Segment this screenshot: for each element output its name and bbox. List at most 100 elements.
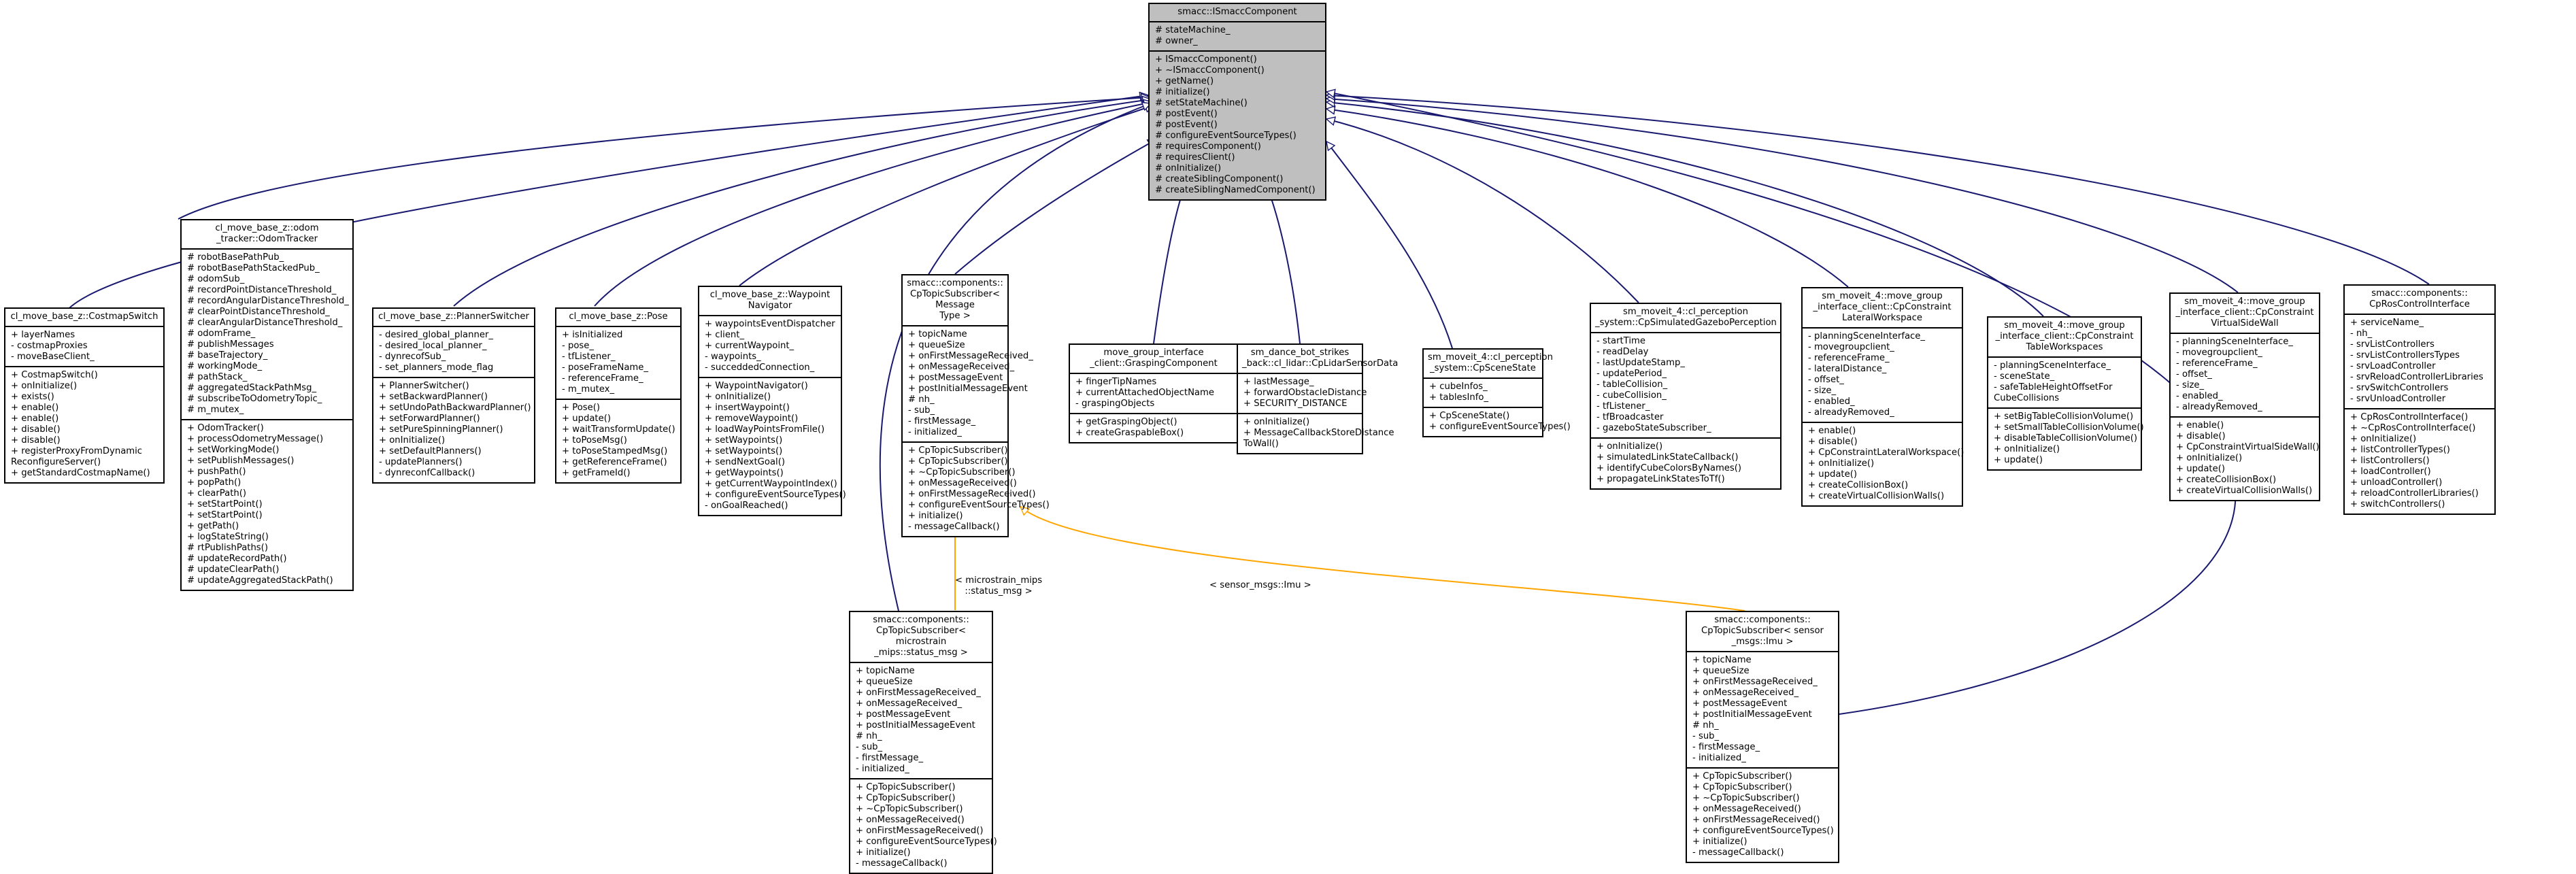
attribute: # odomSub_	[187, 274, 245, 284]
template-label: < sensor_msgs::Imu >	[1209, 580, 1311, 591]
method: + disable()	[11, 424, 61, 435]
class-box-grasping: move_group_interface_client::GraspingCom…	[1069, 343, 1239, 443]
attribute: - sceneState_	[1994, 371, 2055, 382]
class-methods: + PlannerSwitcher()+ setBackwardPlanner(…	[373, 377, 534, 482]
attribute: + client_	[705, 330, 745, 340]
method: # postEvent()	[1155, 109, 1218, 119]
attribute: # aggregatedStackPathMsg_	[187, 383, 317, 393]
method: + CpConstraintLateralWorkspace()	[1808, 448, 1964, 458]
attribute: + onFirstMessageReceived_	[908, 351, 1033, 361]
class-methods: + Pose()+ update()+ waitTransformUpdate(…	[556, 399, 680, 482]
method: + initialize()	[908, 511, 963, 521]
attribute: - planningSceneInterface_	[2176, 337, 2294, 347]
attribute: - size_	[2176, 380, 2205, 390]
attribute: + onFirstMessageReceived_	[1692, 677, 1818, 687]
attribute: - initialized_	[908, 427, 962, 437]
class-name-line: _interface_client::CpConstraint	[2175, 307, 2314, 318]
method: # setStateMachine()	[1155, 98, 1248, 108]
method: + setStartPoint()	[187, 510, 263, 520]
method: - dynreconfCallback()	[379, 468, 475, 478]
attribute: # nh_	[856, 731, 882, 741]
method: + setStartPoint()	[187, 499, 263, 509]
method: ReconfigureServer()	[11, 457, 101, 467]
method: + setBackwardPlanner()	[379, 392, 488, 402]
attribute: - movegroupclient_	[1808, 342, 1894, 352]
edge-scene-state	[1326, 141, 1453, 349]
attribute: - moveBaseClient_	[11, 352, 95, 362]
edge-lidar	[1267, 185, 1301, 344]
attribute: - firstMessage_	[908, 416, 976, 426]
class-attributes: + cubeInfos_+ tablesInfo_	[1424, 377, 1542, 407]
class-name-line: Navigator	[748, 301, 792, 311]
inheritance-edges	[62, 0, 2430, 715]
attribute: - cubeCollision_	[1596, 390, 1667, 401]
class-box-costmap-switch: cl_move_base_z::CostmapSwitch+ layerName…	[4, 307, 165, 484]
attribute: # nh_	[908, 394, 935, 405]
method: + CpRosControlInterface()	[2350, 412, 2469, 422]
attribute: + topicName	[856, 666, 915, 676]
attribute: # stateMachine_	[1155, 25, 1231, 35]
attribute: - desired_global_planner_	[379, 330, 493, 340]
method: + CpTopicSubscriber()	[1692, 771, 1792, 781]
template-label-line: < microstrain_mips	[955, 575, 1043, 586]
class-name-line: sm_moveit_4::cl_perception	[1428, 352, 1553, 363]
method: # updateAggregatedStackPath()	[187, 575, 333, 586]
class-name-line: CpTopicSubscriber< sensor	[1701, 626, 1824, 636]
class-name: smacc::components::CpTopicSubscriber< mi…	[850, 612, 992, 662]
class-name: cl_move_base_z::odom_tracker::OdomTracke…	[182, 220, 352, 248]
attribute: + onMessageReceived_	[908, 362, 1015, 372]
method: # updateClearPath()	[187, 565, 280, 575]
attribute: - nh_	[2350, 329, 2373, 339]
method: # createSiblingComponent()	[1155, 174, 1284, 184]
method: + CpConstraintVirtualSideWall()	[2176, 442, 2320, 452]
attribute: + topicName	[908, 329, 967, 339]
attribute: # clearAngularDistanceThreshold_	[187, 318, 343, 328]
class-name: sm_dance_bot_strikes_back::cl_lidar::CpL…	[1238, 345, 1398, 373]
attribute: - costmapProxies	[11, 341, 88, 351]
method: + onFirstMessageReceived()	[908, 489, 1036, 499]
attribute: + onMessageReceived_	[1692, 688, 1799, 698]
method: + createGraspableBox()	[1075, 428, 1184, 438]
class-attributes: - planningSceneInterface_- movegroupclie…	[1803, 327, 1962, 422]
method: # configureEventSourceTypes()	[1155, 131, 1297, 141]
attribute: - referenceFrame_	[2176, 358, 2258, 369]
attribute: - set_planners_mode_flag	[379, 363, 494, 373]
class-name-line: _system::CpSimulatedGazeboPerception	[1595, 318, 1777, 328]
method: + createCollisionBox()	[1808, 480, 1909, 490]
attribute: # publishMessages	[187, 339, 274, 350]
class-name: cl_move_base_z::CostmapSwitch	[5, 309, 163, 326]
class-attributes: # stateMachine_# owner_	[1150, 21, 1325, 50]
class-name-line: sm_moveit_4::cl_perception	[1623, 307, 1748, 317]
class-name-line: _client::GraspingComponent	[1090, 358, 1218, 369]
method: + ~CpRosControlInterface()	[2350, 423, 2476, 433]
attribute: + postInitialMessageEvent	[1692, 709, 1812, 720]
method: - onGoalReached()	[705, 501, 788, 511]
class-box-table-ws: sm_moveit_4::move_group_interface_client…	[1987, 316, 2144, 471]
attribute: + postMessageEvent	[856, 709, 951, 720]
method: + onInitialize()	[2176, 453, 2243, 463]
attribute: - alreadyRemoved_	[1808, 407, 1894, 418]
method: + configureEventSourceTypes()	[1692, 826, 1834, 836]
attribute: - referenceFrame_	[562, 373, 643, 384]
method: + getStandardCostmapName()	[11, 468, 150, 478]
method: + OdomTracker()	[187, 423, 264, 433]
method: + enable()	[11, 414, 59, 424]
method: + enable()	[1808, 426, 1856, 436]
class-name-line: sm_dance_bot_strikes	[1250, 348, 1350, 358]
attribute: + serviceName_	[2350, 318, 2424, 328]
class-box-virtual-wall: sm_moveit_4::move_group_interface_client…	[2169, 292, 2320, 501]
method: + configureEventSourceTypes()	[705, 490, 846, 500]
method: # requiresClient()	[1155, 152, 1235, 163]
attribute: - enabled_	[1808, 397, 1855, 407]
class-attributes: + lastMessage_+ forwardObstacleDistance+…	[1238, 373, 1367, 413]
class-name-line: cl_move_base_z::PlannerSwitcher	[378, 312, 529, 322]
class-name: sm_moveit_4::cl_perception_system::CpSce…	[1424, 350, 1553, 377]
class-name-line: cl_move_base_z::Waypoint	[709, 290, 831, 300]
class-box-pose: cl_move_base_z::Pose+ isInitialized- pos…	[555, 307, 682, 484]
method: + setBigTableCollisionVolume()	[1994, 411, 2134, 422]
class-box-scene-state: sm_moveit_4::cl_perception_system::CpSce…	[1422, 348, 1571, 437]
method: + listControllers()	[2350, 456, 2430, 466]
method: + onFirstMessageReceived()	[1692, 815, 1820, 825]
method: + enable()	[11, 403, 59, 413]
